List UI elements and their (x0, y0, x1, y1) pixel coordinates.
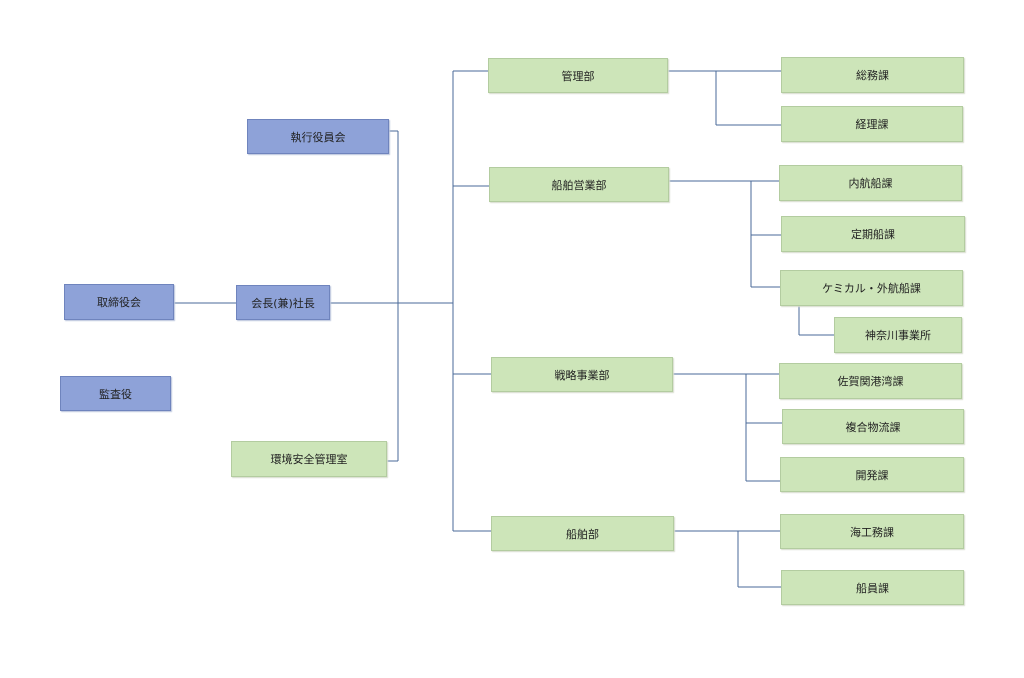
branch-kanagawa: 神奈川事業所 (834, 317, 962, 353)
admin-dept-box: 管理部 (488, 58, 668, 93)
president-box: 会長(兼)社長 (236, 285, 330, 320)
section-general-affairs: 総務課 (781, 57, 964, 93)
section-development: 開発課 (780, 457, 964, 492)
safety-office-box: 環境安全管理室 (231, 441, 387, 477)
auditor-box: 監査役 (60, 376, 171, 411)
executive-committee-box: 執行役員会 (247, 119, 389, 154)
section-accounting: 経理課 (781, 106, 963, 142)
section-combined-logistics: 複合物流課 (782, 409, 964, 444)
section-coastal-shipping: 内航船課 (779, 165, 962, 201)
vessel-dept-box: 船舶部 (491, 516, 674, 551)
strategy-dept-box: 戦略事業部 (491, 357, 673, 392)
section-chemical-ocean: ケミカル・外航船課 (780, 270, 963, 306)
section-saganoseki-port: 佐賀関港湾課 (779, 363, 962, 399)
section-liner-shipping: 定期船課 (781, 216, 965, 252)
shipping-sales-dept-box: 船舶営業部 (489, 167, 669, 202)
section-crew: 船員課 (781, 570, 964, 605)
board-box: 取締役会 (64, 284, 174, 320)
section-marine-engineering: 海工務課 (780, 514, 964, 549)
